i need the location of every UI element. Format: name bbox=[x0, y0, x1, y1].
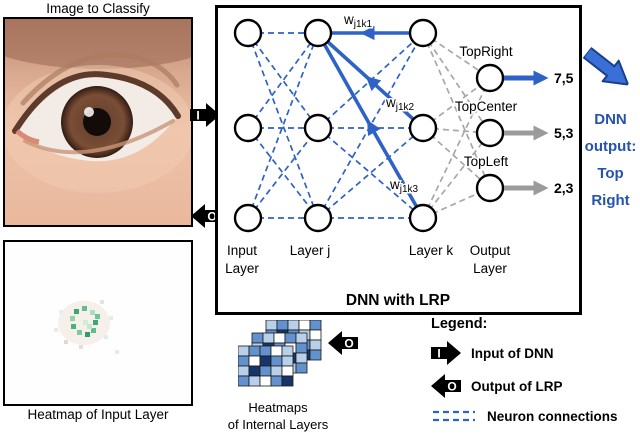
output-layer-label-2: Layer bbox=[473, 261, 507, 276]
output-arrow-icon: O bbox=[431, 374, 461, 398]
legend-item-input: I Input of DNN bbox=[431, 341, 637, 365]
weight-label-wj1k2: wj1k2 bbox=[385, 95, 415, 113]
legend: Legend: I Input of DNN O Output of LRP N… bbox=[431, 316, 637, 425]
legend-label-connections: Neuron connections bbox=[487, 408, 618, 424]
output-layer-label-1: Output bbox=[470, 243, 511, 258]
weighted-relevance-arrows bbox=[316, 25, 425, 219]
lrp-output-arrow-icon: O bbox=[191, 204, 221, 233]
legend-output-letter: O bbox=[447, 380, 456, 394]
dnn-output-line: Top bbox=[597, 165, 624, 182]
input-heatmap-frame bbox=[3, 240, 193, 406]
internal-heatmaps-caption: Heatmaps of Internal Layers bbox=[212, 399, 344, 433]
dashed-lines-icon bbox=[433, 410, 475, 422]
neuron-output-topright bbox=[475, 63, 505, 93]
arrow-shape bbox=[581, 46, 630, 86]
neuron-k1 bbox=[408, 18, 438, 48]
neuron-output-topcenter bbox=[475, 118, 505, 148]
brow-shadow bbox=[0, 0, 225, 69]
neurons bbox=[233, 18, 505, 233]
output-label-topcenter: TopCenter bbox=[455, 99, 518, 114]
image-title: Image to Classify bbox=[46, 1, 150, 16]
input-arrow-icon: I bbox=[431, 341, 461, 365]
dnn-box-title: DNN with LRP bbox=[346, 292, 450, 309]
dnn-input-arrow-icon: I bbox=[190, 103, 220, 132]
legend-item-output: O Output of LRP bbox=[431, 374, 637, 398]
arrow-shape bbox=[328, 331, 358, 355]
output-arrow-letter: O bbox=[344, 337, 353, 351]
arrow-shape bbox=[191, 204, 221, 228]
input-layer-label-2: Layer bbox=[225, 261, 259, 276]
weight-label-wj1k1: wj1k1 bbox=[343, 12, 373, 30]
output-value-topright: 7,5 bbox=[554, 70, 574, 86]
weight-label-wj1k3: wj1k3 bbox=[389, 177, 419, 195]
layer-k-label: Layer k bbox=[409, 243, 454, 258]
eye-image-frame bbox=[0, 0, 225, 227]
dnn-output-text: DNN output: Top Right bbox=[581, 106, 640, 214]
input-layer-label-1: Input bbox=[227, 243, 257, 258]
input-heatmap-caption: Heatmap of Input Layer bbox=[27, 407, 169, 422]
legend-label-input: Input of DNN bbox=[471, 345, 554, 361]
lower-eyelid bbox=[23, 119, 175, 155]
neuron-input-2 bbox=[233, 113, 263, 143]
input-arrow-letter: I bbox=[196, 109, 199, 123]
lrp-output-arrow-internal-icon: O bbox=[328, 331, 358, 360]
input-heatmap bbox=[5, 242, 191, 404]
output-arrow-letter: O bbox=[207, 210, 216, 224]
neuron-output-topleft bbox=[475, 173, 505, 203]
internal-heatmaps-stack bbox=[237, 319, 324, 403]
dnn-output-line: output: bbox=[584, 138, 637, 155]
layer-j-label: Layer j bbox=[290, 243, 331, 258]
network-diagram: TopRight TopCenter TopLeft 7,5 5,3 2,3 w… bbox=[225, 11, 574, 310]
heatmap-speckles bbox=[54, 300, 119, 354]
legend-input-letter: I bbox=[437, 347, 440, 361]
neuron-j1 bbox=[303, 18, 333, 48]
inner-corner bbox=[15, 129, 40, 145]
neuron-input-3 bbox=[233, 203, 263, 233]
output-label-topright: TopRight bbox=[459, 44, 513, 59]
dnn-output-line: Right bbox=[591, 192, 630, 209]
neuron-k3 bbox=[408, 203, 438, 233]
neuron-input-1 bbox=[233, 18, 263, 48]
dnn-box: TopRight TopCenter TopLeft 7,5 5,3 2,3 w… bbox=[215, 5, 582, 315]
legend-title: Legend: bbox=[431, 316, 488, 332]
output-value-topcenter: 5,3 bbox=[554, 125, 574, 141]
legend-item-connections: Neuron connections bbox=[431, 407, 637, 425]
output-value-topleft: 2,3 bbox=[554, 180, 574, 196]
upper-eyelid bbox=[12, 71, 181, 134]
internal-heatmaps-caption-line2: of Internal Layers bbox=[227, 417, 329, 432]
internal-heatmaps-caption-line1: Heatmaps bbox=[248, 400, 308, 415]
eye-highlight bbox=[84, 107, 94, 117]
output-label-topleft: TopLeft bbox=[464, 154, 509, 169]
arrow-shape bbox=[190, 103, 220, 127]
neuron-k2 bbox=[408, 113, 438, 143]
legend-label-output: Output of LRP bbox=[471, 378, 563, 394]
dnn-output-line: DNN bbox=[594, 111, 627, 128]
neuron-j2 bbox=[303, 113, 333, 143]
eye-image bbox=[0, 0, 225, 225]
dnn-output-arrow bbox=[575, 41, 636, 99]
neuron-j3 bbox=[303, 203, 333, 233]
eyelid-crease bbox=[20, 52, 180, 106]
heatmap-sheet-front bbox=[237, 345, 294, 387]
